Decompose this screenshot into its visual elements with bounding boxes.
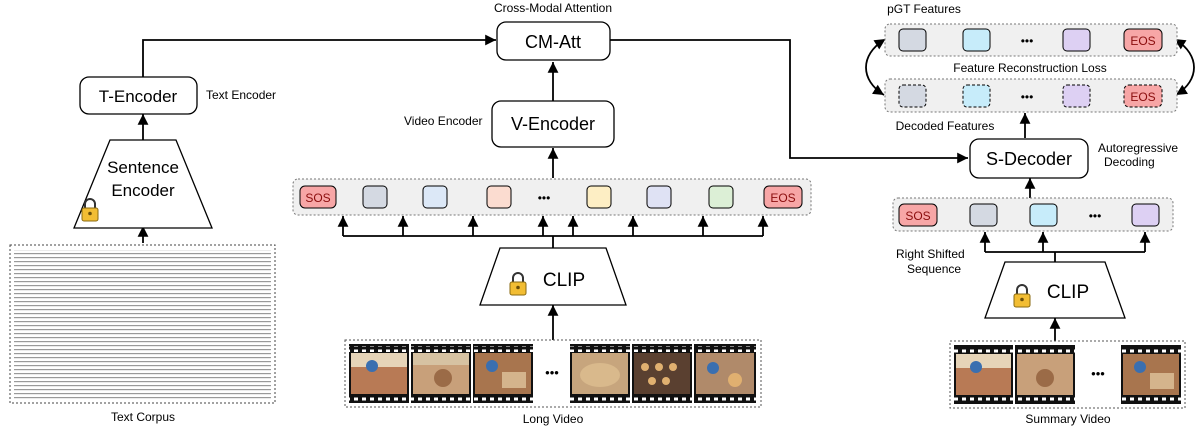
clip-encoder-long-video: CLIP bbox=[479, 247, 627, 306]
decoded-token bbox=[962, 84, 991, 108]
autoregressive-caption-line2: Decoding bbox=[1104, 155, 1155, 169]
pgt-eos-label: EOS bbox=[1130, 34, 1155, 48]
v-encoder-block: V-Encoder bbox=[491, 100, 615, 148]
sos-token: SOS bbox=[299, 185, 337, 209]
cm-att-block: CM-Att bbox=[496, 21, 611, 61]
right-shifted-caption-line2: Sequence bbox=[907, 262, 961, 276]
shifted-token bbox=[1029, 203, 1058, 227]
v-encoder-label: V-Encoder bbox=[511, 114, 595, 134]
cm-att-label: CM-Att bbox=[525, 32, 581, 52]
shifted-token bbox=[1131, 203, 1160, 227]
video-frame bbox=[1121, 345, 1181, 404]
long-video-frames: ••• bbox=[344, 339, 762, 408]
decoded-token bbox=[898, 84, 927, 108]
cross-modal-attention-caption: Cross-Modal Attention bbox=[494, 1, 612, 15]
autoregressive-caption-line1: Autoregressive bbox=[1098, 141, 1178, 155]
decoded-features-caption: Decoded Features bbox=[896, 119, 995, 133]
pgt-feature-strip: ••• EOS bbox=[884, 23, 1178, 57]
video-encoder-caption: Video Encoder bbox=[404, 114, 483, 128]
pgt-features-caption: pGT Features bbox=[887, 2, 961, 16]
video-frame bbox=[632, 344, 692, 403]
text-corpus-document bbox=[9, 244, 276, 404]
summary-video-caption: Summary Video bbox=[1025, 412, 1110, 426]
t-encoder-label: T-Encoder bbox=[99, 87, 178, 106]
eos-token-label: EOS bbox=[770, 191, 795, 205]
ellipsis: ••• bbox=[1021, 34, 1034, 48]
video-frame bbox=[473, 344, 533, 403]
video-token bbox=[646, 185, 672, 209]
right-shifted-caption-line1: Right Shifted bbox=[896, 247, 965, 261]
decoded-feature-strip: ••• EOS bbox=[884, 78, 1178, 113]
clip-label: CLIP bbox=[1047, 282, 1089, 303]
video-frame bbox=[411, 344, 471, 403]
video-token-strip: SOS ••• EOS bbox=[292, 178, 812, 216]
clip-encoder-summary-video: CLIP bbox=[984, 261, 1126, 319]
ellipsis: ••• bbox=[1021, 90, 1034, 104]
video-token bbox=[422, 185, 448, 209]
text-encoder-caption: Text Encoder bbox=[206, 88, 276, 102]
video-frame bbox=[1015, 345, 1075, 404]
video-frame bbox=[694, 344, 756, 403]
decoded-eos-label: EOS bbox=[1130, 90, 1155, 104]
sentence-encoder-label-line1: Sentence bbox=[107, 158, 179, 177]
summary-video-frames: ••• bbox=[949, 340, 1186, 409]
video-token bbox=[586, 185, 612, 209]
video-frame bbox=[954, 345, 1013, 404]
ellipsis: ••• bbox=[538, 191, 551, 205]
decoded-eos-token: EOS bbox=[1123, 84, 1163, 108]
video-frame bbox=[570, 344, 630, 403]
decoded-token bbox=[1062, 84, 1091, 108]
eos-token: EOS bbox=[763, 185, 803, 209]
feature-reconstruction-loss-caption: Feature Reconstruction Loss bbox=[953, 61, 1106, 75]
sentence-encoder-label-line2: Encoder bbox=[111, 181, 175, 200]
s-decoder-block: S-Decoder bbox=[969, 138, 1089, 179]
shifted-token bbox=[969, 203, 998, 227]
video-frame bbox=[349, 344, 409, 403]
ellipsis: ••• bbox=[1089, 209, 1102, 223]
ellipsis: ••• bbox=[545, 365, 559, 380]
s-decoder-label: S-Decoder bbox=[986, 149, 1072, 169]
pgt-token bbox=[1062, 28, 1091, 52]
pgt-eos-token: EOS bbox=[1123, 28, 1163, 52]
sos-token-label: SOS bbox=[305, 191, 330, 205]
right-sos-token: SOS bbox=[898, 203, 938, 227]
video-token bbox=[708, 185, 734, 209]
clip-label: CLIP bbox=[543, 270, 585, 291]
right-sos-label: SOS bbox=[905, 209, 930, 223]
pgt-token bbox=[898, 28, 927, 52]
pgt-token bbox=[962, 28, 991, 52]
video-token bbox=[486, 185, 512, 209]
long-video-caption: Long Video bbox=[523, 412, 584, 426]
t-encoder-block: T-Encoder bbox=[79, 76, 198, 115]
text-corpus-caption: Text Corpus bbox=[111, 410, 175, 424]
video-token bbox=[362, 185, 388, 209]
right-shifted-token-strip: SOS ••• bbox=[892, 197, 1174, 232]
sentence-encoder-block: Sentence Encoder bbox=[73, 139, 213, 229]
ellipsis: ••• bbox=[1091, 366, 1105, 381]
connector-lines bbox=[137, 34, 1195, 341]
